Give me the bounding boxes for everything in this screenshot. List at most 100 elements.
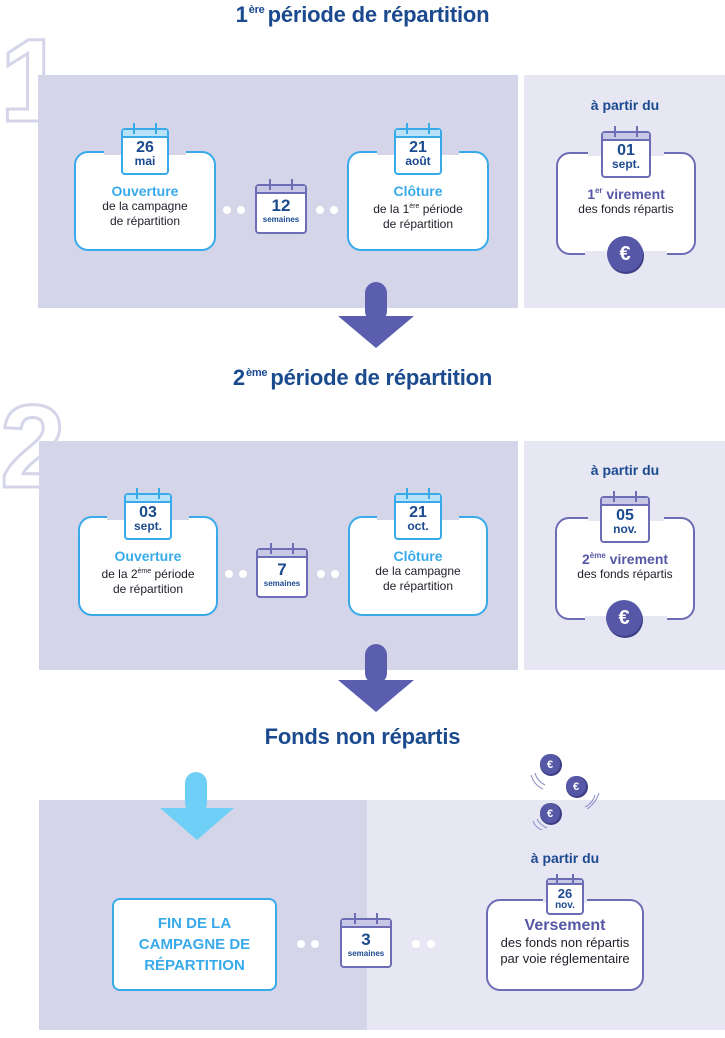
section-1-closing-calendar-icon: 21 août bbox=[394, 123, 442, 175]
end-of-campaign-label: FIN DE LA CAMPAGNE DE RÉPARTITION bbox=[139, 913, 250, 976]
section-1-closing-line2: de répartition bbox=[382, 217, 454, 231]
section-2-opening-line1: de la 2ème période bbox=[80, 564, 216, 582]
end-label-line3: RÉPARTITION bbox=[144, 957, 245, 974]
text: période bbox=[151, 567, 195, 581]
final-duration-value: 3 bbox=[361, 930, 371, 949]
text: 1 bbox=[587, 186, 595, 202]
text: virement bbox=[602, 186, 665, 202]
final-payment-day: 26 bbox=[557, 886, 573, 901]
final-payment-title: Versement bbox=[524, 917, 606, 934]
arrow-shaft bbox=[185, 772, 207, 814]
arrow-shaft bbox=[365, 282, 387, 322]
section-2-opening-line2: de répartition bbox=[112, 582, 184, 596]
section-1-title-sup: ère bbox=[248, 4, 265, 16]
arrow-shaft bbox=[365, 644, 387, 684]
section-2-closing-month: oct. bbox=[407, 519, 429, 533]
svg-text:€: € bbox=[547, 808, 553, 820]
section-2-transfer-calendar-icon: 05 nov. bbox=[600, 491, 650, 543]
dot bbox=[330, 206, 338, 214]
section-1-duration-value: 12 bbox=[271, 196, 291, 215]
section-1-transfer-day: 01 bbox=[617, 142, 635, 159]
text: période bbox=[419, 202, 463, 216]
dot bbox=[239, 570, 247, 578]
section-1-opening-line1: de la campagne bbox=[102, 199, 188, 213]
section-1-opening-day: 26 bbox=[136, 139, 154, 156]
section-2-title-text: période de répartition bbox=[270, 365, 493, 390]
section-2-closing-title: Clôture bbox=[393, 548, 443, 564]
final-title: Fonds non répartis bbox=[264, 724, 461, 749]
dot bbox=[225, 570, 233, 578]
section-2-opening-day: 03 bbox=[139, 504, 157, 521]
text: virement bbox=[605, 551, 669, 567]
section-1-opening-month: mai bbox=[134, 154, 156, 168]
section-2-closing-line2: de répartition bbox=[382, 579, 454, 593]
end-label-line2: CAMPAGNE DE bbox=[138, 936, 251, 953]
section-2-transfer-title: 2ème virement bbox=[557, 551, 693, 567]
dot bbox=[331, 570, 339, 578]
final-duration-calendar-icon: 3 semaines bbox=[340, 913, 392, 968]
section-1-opening-line2: de répartition bbox=[109, 214, 181, 228]
dot bbox=[316, 206, 324, 214]
end-label-line1: FIN DE LA bbox=[157, 915, 232, 932]
text: de la 2 bbox=[101, 567, 138, 581]
section-1-title-number: 1 bbox=[235, 2, 248, 27]
section-1-closing-line1: de la 1ère période bbox=[349, 199, 487, 217]
section-1-closing-day: 21 bbox=[409, 139, 427, 156]
section-1-duration-calendar-icon: 12 semaines bbox=[255, 179, 307, 234]
arrow-head bbox=[338, 316, 414, 348]
dot bbox=[237, 206, 245, 214]
end-of-campaign-card: FIN DE LA CAMPAGNE DE RÉPARTITION bbox=[112, 898, 277, 991]
section-2-from-label: à partir du bbox=[590, 462, 660, 478]
coin-3: € bbox=[532, 803, 562, 830]
section-1-from-label: à partir du bbox=[590, 97, 660, 113]
arrow-head bbox=[160, 808, 234, 840]
section-1-closing-month: août bbox=[405, 154, 431, 168]
final-duration-unit: semaines bbox=[347, 949, 385, 958]
section-1-title-text: période de répartition bbox=[267, 2, 490, 27]
section-2-transfer-month: nov. bbox=[613, 522, 637, 536]
section-2-duration-calendar-icon: 7 semaines bbox=[256, 543, 308, 598]
euro-coin-icon: € bbox=[607, 236, 643, 272]
coin-2: € bbox=[566, 776, 600, 810]
svg-text:€: € bbox=[573, 781, 579, 793]
arrow-head bbox=[338, 680, 414, 712]
coin-1: € bbox=[530, 754, 562, 790]
section-2-perforation bbox=[518, 441, 524, 670]
text-sup: er bbox=[594, 186, 603, 195]
text: 2 bbox=[581, 551, 590, 567]
section-2-transfer-day: 05 bbox=[616, 507, 634, 524]
text-sup: ème bbox=[589, 551, 606, 560]
section-2-duration-value: 7 bbox=[277, 560, 287, 579]
section-2-closing-line1: de la campagne bbox=[375, 564, 461, 578]
section-2-opening-month: sept. bbox=[133, 519, 162, 533]
text: de la 1 bbox=[373, 202, 410, 216]
dot bbox=[297, 940, 305, 948]
section-1-perforation bbox=[518, 75, 524, 308]
svg-text:€: € bbox=[547, 759, 553, 771]
final-payment-month: nov. bbox=[555, 900, 575, 911]
dot bbox=[223, 206, 231, 214]
final-payment-line2: par voie réglementaire bbox=[500, 951, 630, 966]
dot bbox=[317, 570, 325, 578]
text-sup: ère bbox=[409, 203, 420, 210]
section-2-title-number: 2 bbox=[232, 365, 245, 390]
section-1-transfer-calendar-icon: 01 sept. bbox=[601, 126, 651, 178]
section-2-closing-day: 21 bbox=[409, 504, 427, 521]
arrow-down-light-icon bbox=[160, 772, 234, 840]
dot bbox=[412, 940, 420, 948]
dot bbox=[427, 940, 435, 948]
final-payment-line1: des fonds non répartis bbox=[500, 935, 630, 950]
arrow-down-icon bbox=[338, 282, 414, 348]
section-1-opening-title: Ouverture bbox=[111, 183, 179, 199]
dot bbox=[311, 940, 319, 948]
section-1-closing-title: Clôture bbox=[393, 183, 443, 199]
section-2-opening-title: Ouverture bbox=[114, 548, 182, 564]
section-1-opening-calendar-icon: 26 mai bbox=[121, 123, 169, 175]
final-from-label: à partir du bbox=[530, 850, 600, 866]
final-payment-calendar-icon: 26 nov. bbox=[546, 874, 584, 915]
section-2-closing-calendar-icon: 21 oct. bbox=[394, 488, 442, 540]
section-2-duration-unit: semaines bbox=[263, 579, 301, 588]
falling-coins-icon: € € € bbox=[530, 754, 600, 830]
